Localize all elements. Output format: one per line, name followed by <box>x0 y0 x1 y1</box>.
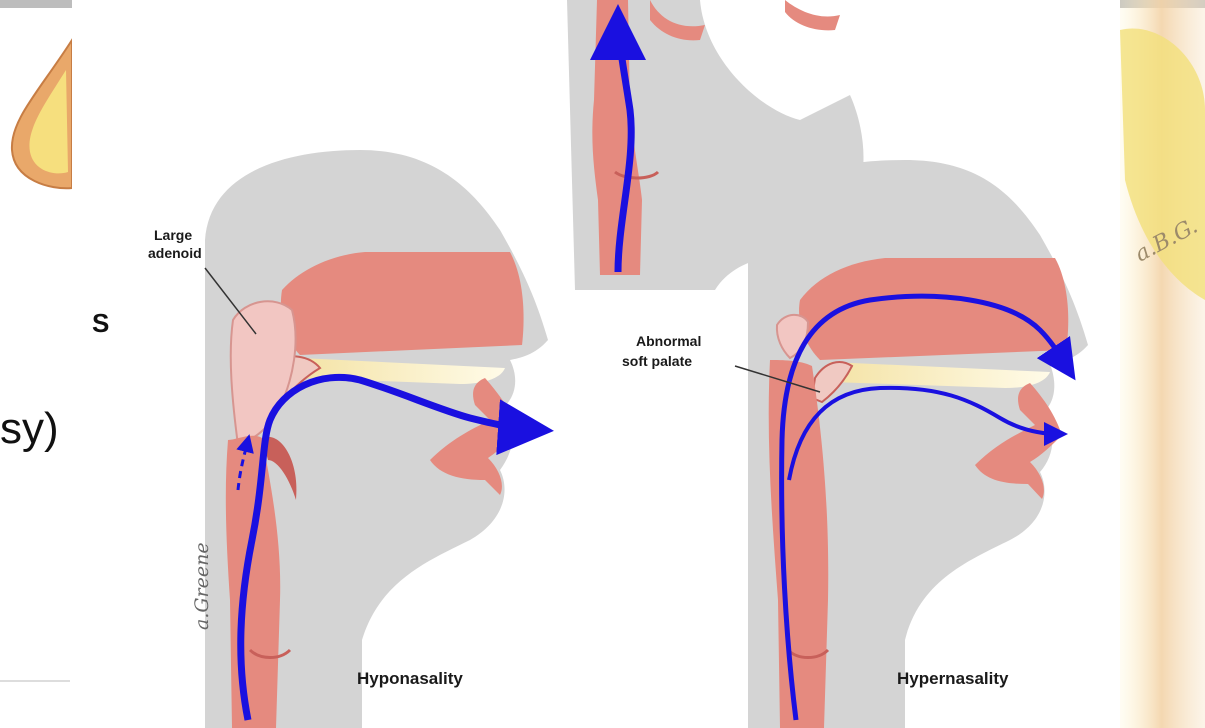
palate-label-line1: Abnormal <box>636 333 701 349</box>
grey-bottom-line <box>0 680 70 682</box>
adenoid-label-line1: Large <box>154 227 192 243</box>
hypernasality-caption: Hypernasality <box>897 669 1009 688</box>
background-slide-text-fragment: S <box>92 308 109 339</box>
left-nasal-cavity <box>281 252 524 355</box>
hyponasality-caption: Hyponasality <box>357 669 463 688</box>
background-slide-bullet-fragment: sy) <box>0 404 59 454</box>
palate-label-line2: soft palate <box>622 353 692 369</box>
adenoid-label-line2: adenoid <box>148 245 202 261</box>
artist-signature: a.Greene <box>191 542 213 630</box>
